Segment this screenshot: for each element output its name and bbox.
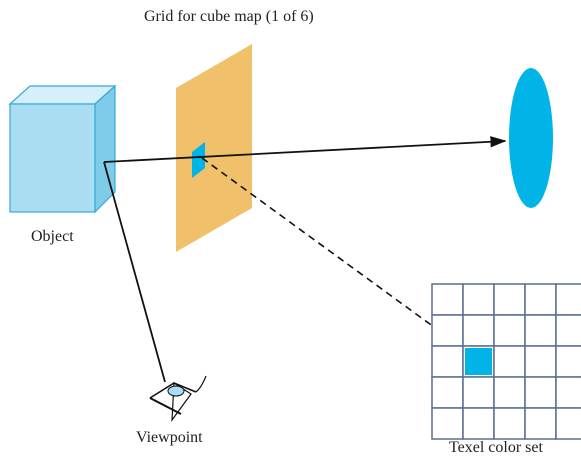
cube-front-face xyxy=(9,103,96,213)
texel-cell xyxy=(431,345,464,378)
texel-cell xyxy=(431,376,464,409)
ray-eye-to-object xyxy=(103,161,166,383)
texel-cell xyxy=(462,407,495,440)
texel-cell xyxy=(493,407,526,440)
texel-cell xyxy=(431,314,464,347)
texel-cell xyxy=(524,407,557,440)
object-cube xyxy=(8,84,117,214)
texel-cell xyxy=(493,283,526,316)
texel-color-set-label: Texel color set xyxy=(449,439,543,456)
texel-cell xyxy=(524,314,557,347)
texel-cell xyxy=(555,376,581,409)
texel-cell xyxy=(524,283,557,316)
grid-label: Grid for cube map (1 of 6) xyxy=(144,8,314,25)
texel-cell xyxy=(555,283,581,316)
texel-cell xyxy=(462,314,495,347)
texel-color-grid xyxy=(431,283,581,440)
texel-cell xyxy=(555,407,581,440)
target-ellipse xyxy=(509,68,553,208)
object-label: Object xyxy=(31,228,74,245)
texel-cell xyxy=(431,407,464,440)
eye-icon xyxy=(149,375,207,422)
reflected-ray xyxy=(103,136,507,163)
texel-lookup-arrow xyxy=(201,157,462,347)
texel-cell xyxy=(493,345,526,378)
texel-cell xyxy=(524,376,557,409)
texel-cell xyxy=(462,376,495,409)
plane-texel-highlight xyxy=(192,142,205,178)
texel-cell xyxy=(555,345,581,378)
texel-cell xyxy=(493,314,526,347)
texel-cell xyxy=(555,314,581,347)
texel-cell xyxy=(431,283,464,316)
cube-map-grid-plane xyxy=(176,44,252,252)
texel-cell xyxy=(493,376,526,409)
viewpoint-label: Viewpoint xyxy=(136,429,203,446)
texel-cell xyxy=(524,345,557,378)
texel-highlight-cell xyxy=(465,348,492,375)
texel-cell xyxy=(462,283,495,316)
